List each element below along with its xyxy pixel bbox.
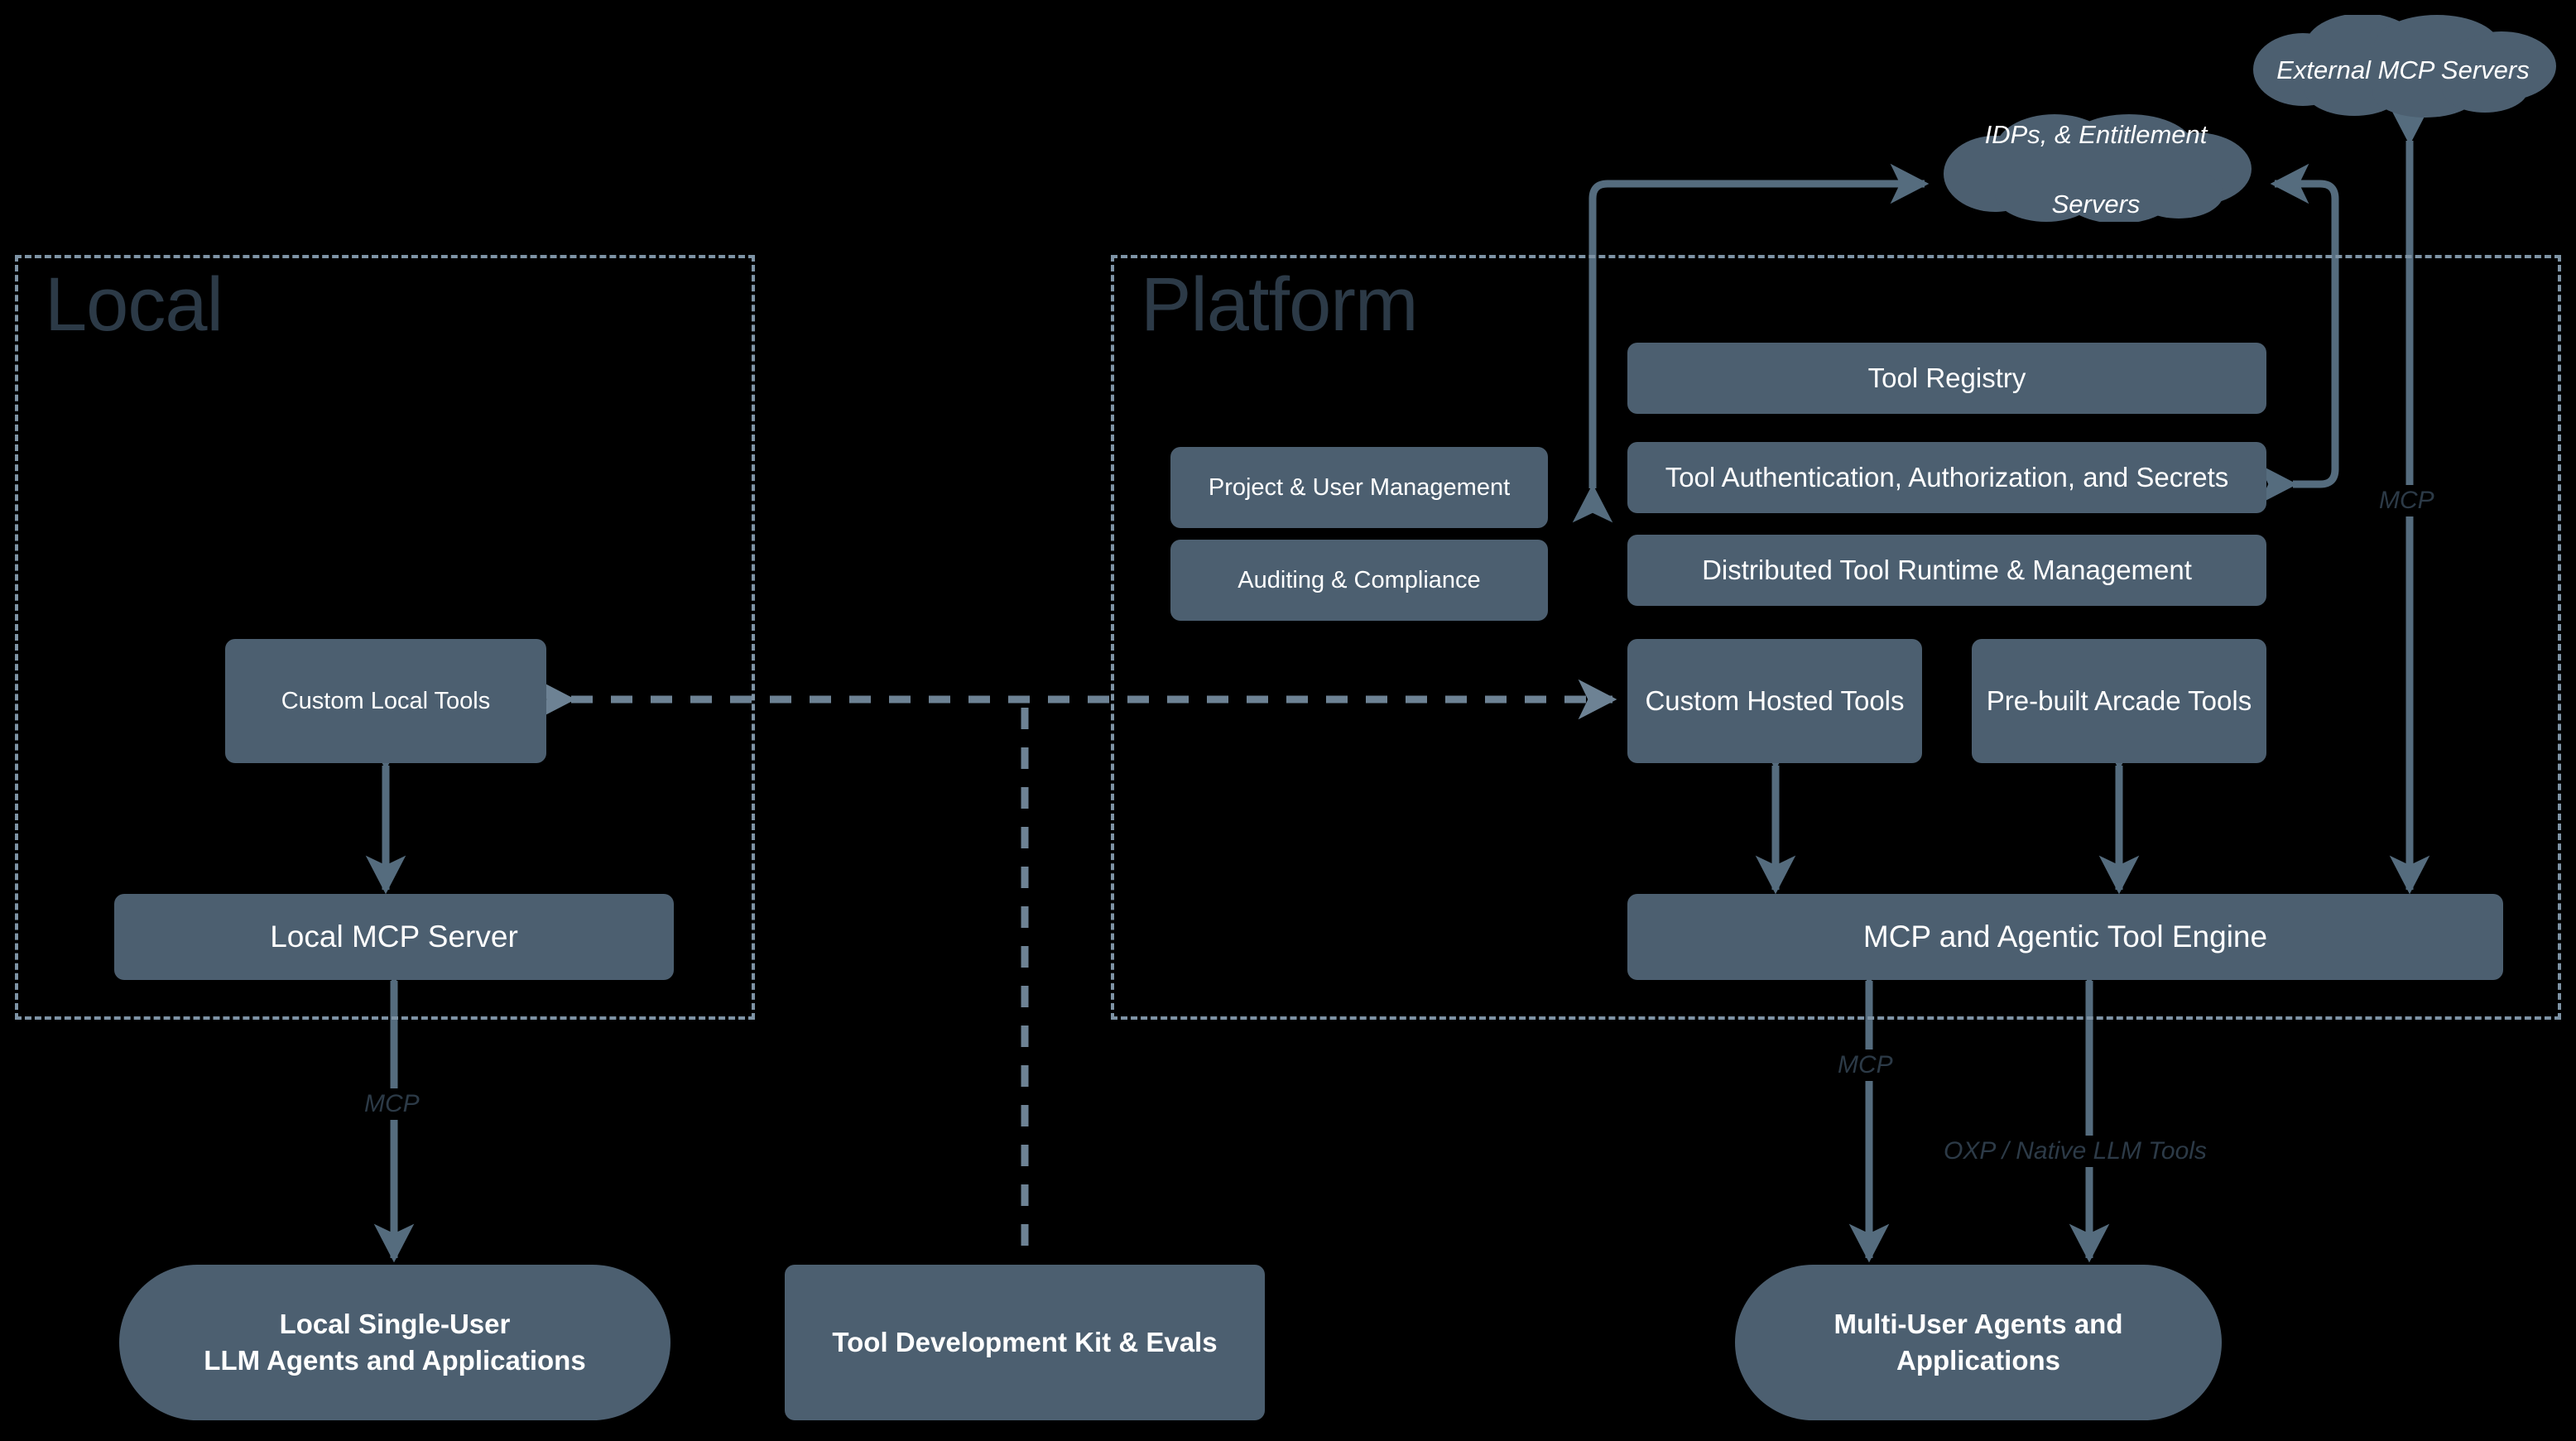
local-agents-line1: Local Single-User bbox=[279, 1309, 511, 1340]
cloud-idps-label: IDPs, & Entitlement Servers bbox=[1985, 118, 2208, 222]
node-tool-authentication[interactable]: Tool Authentication, Authorization, and … bbox=[1627, 442, 2266, 513]
node-prebuilt-arcade-tools[interactable]: Pre-built Arcade Tools bbox=[1972, 639, 2266, 763]
node-custom-hosted-tools[interactable]: Custom Hosted Tools bbox=[1627, 639, 1922, 763]
node-local-single-user-agents[interactable]: Local Single-User LLM Agents and Applica… bbox=[119, 1265, 670, 1420]
node-distributed-tool-runtime[interactable]: Distributed Tool Runtime & Management bbox=[1627, 535, 2266, 606]
node-local-single-user-label: Local Single-User LLM Agents and Applica… bbox=[204, 1306, 585, 1378]
node-tool-development-kit[interactable]: Tool Development Kit & Evals bbox=[785, 1265, 1265, 1420]
edge-label-mcp-platform: MCP bbox=[1831, 1050, 1900, 1081]
node-mcp-agentic-tool-engine[interactable]: MCP and Agentic Tool Engine bbox=[1627, 894, 2503, 980]
cloud-idps-line2: Servers bbox=[2051, 189, 2141, 219]
edge-label-mcp-local: MCP bbox=[358, 1088, 426, 1120]
multi-user-line2: Applications bbox=[1896, 1345, 2061, 1376]
zone-platform-title: Platform bbox=[1141, 262, 1419, 347]
node-local-mcp-server[interactable]: Local MCP Server bbox=[114, 894, 674, 980]
cloud-external-mcp: External MCP Servers bbox=[2242, 15, 2564, 118]
cloud-idps: IDPs, & Entitlement Servers bbox=[1930, 114, 2261, 222]
node-custom-local-tools[interactable]: Custom Local Tools bbox=[225, 639, 546, 763]
cloud-external-mcp-shape bbox=[2253, 15, 2556, 118]
multi-user-line1: Multi-User Agents and bbox=[1833, 1309, 2123, 1340]
zone-local bbox=[15, 255, 755, 1020]
node-auditing-compliance[interactable]: Auditing & Compliance bbox=[1170, 540, 1548, 621]
zone-local-title: Local bbox=[45, 262, 223, 347]
node-tool-registry[interactable]: Tool Registry bbox=[1627, 343, 2266, 414]
cloud-idps-line1: IDPs, & Entitlement bbox=[1984, 120, 2208, 150]
local-agents-line2: LLM Agents and Applications bbox=[204, 1345, 586, 1376]
node-multi-user-agents[interactable]: Multi-User Agents and Applications bbox=[1735, 1265, 2222, 1420]
node-project-user-management[interactable]: Project & User Management bbox=[1170, 447, 1548, 528]
zone-platform bbox=[1111, 255, 2561, 1020]
node-multi-user-label: Multi-User Agents and Applications bbox=[1834, 1306, 2123, 1378]
edge-label-oxp-native-llm-tools: OXP / Native LLM Tools bbox=[1937, 1136, 2213, 1167]
cloud-external-mcp-label: External MCP Servers bbox=[2276, 55, 2530, 84]
edge-label-mcp-external: MCP bbox=[2372, 485, 2441, 516]
cloud-idps-shape bbox=[1944, 114, 2252, 222]
